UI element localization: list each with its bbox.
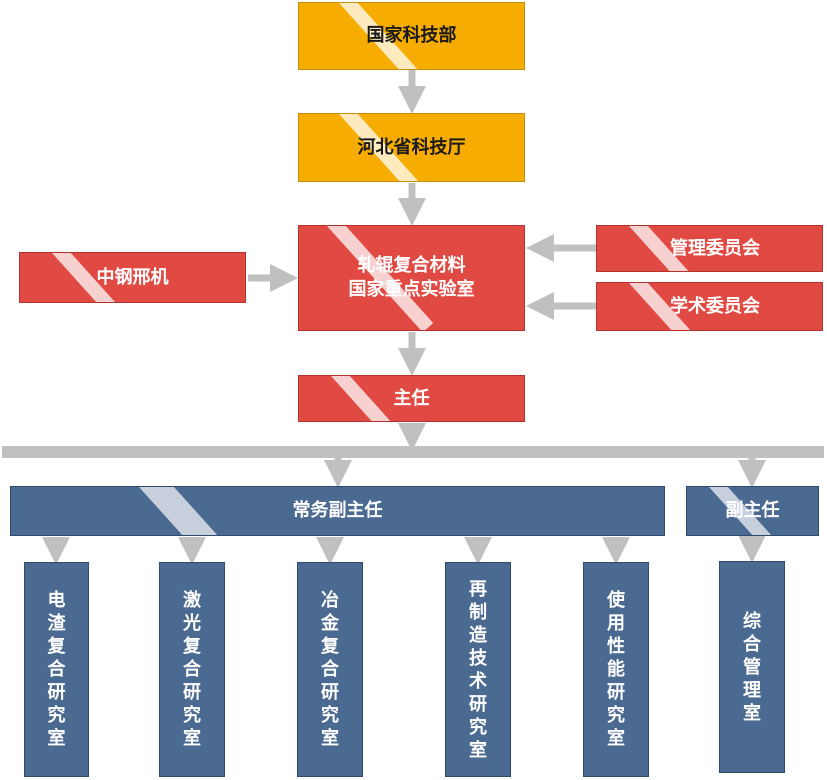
- node-lab-label-line2: 国家重点实验室: [348, 279, 475, 300]
- node-academic-committee[interactable]: 学术委员会: [596, 282, 823, 331]
- division-laser[interactable]: 激光复合研究室: [159, 562, 225, 777]
- node-ministry-label: 国家科技部: [366, 25, 457, 46]
- node-sponsor[interactable]: 中钢邢机: [19, 252, 246, 303]
- decorative-stripe: [121, 487, 235, 535]
- node-executive-deputy-label: 常务副主任: [292, 500, 383, 521]
- division-label: 冶金复合研究室: [321, 590, 339, 749]
- node-province[interactable]: 河北省科技厅: [298, 113, 525, 182]
- node-lab-label-line1: 轧辊复合材料: [357, 255, 466, 276]
- division-label: 综合管理室: [743, 610, 761, 724]
- division-performance[interactable]: 使用性能研究室: [583, 562, 649, 777]
- distribution-bar: [2, 446, 824, 458]
- node-province-label: 河北省科技厅: [357, 136, 466, 158]
- node-sponsor-label: 中钢邢机: [96, 266, 169, 288]
- node-ministry[interactable]: 国家科技部: [298, 2, 525, 70]
- division-metallurgical[interactable]: 冶金复合研究室: [297, 562, 363, 777]
- node-deputy-label: 副主任: [725, 500, 780, 521]
- division-general-management[interactable]: 综合管理室: [719, 561, 785, 773]
- division-label: 再制造技术研究室: [469, 578, 487, 761]
- node-management-committee-label: 管理委员会: [670, 237, 760, 259]
- node-deputy[interactable]: 副主任: [686, 486, 819, 536]
- division-label: 使用性能研究室: [607, 590, 625, 749]
- node-academic-committee-label: 学术委员会: [670, 295, 760, 317]
- node-director[interactable]: 主任: [298, 375, 525, 422]
- node-executive-deputy[interactable]: 常务副主任: [10, 486, 665, 536]
- node-director-label: 主任: [393, 387, 430, 409]
- division-label: 激光复合研究室: [183, 590, 201, 749]
- division-label: 电渣复合研究室: [47, 590, 66, 749]
- node-management-committee[interactable]: 管理委员会: [596, 225, 823, 272]
- division-electroslag[interactable]: 电渣复合研究室: [24, 562, 89, 777]
- node-key-laboratory[interactable]: 轧辊复合材料 国家重点实验室: [298, 225, 525, 331]
- division-remanufacturing[interactable]: 再制造技术研究室: [445, 562, 511, 777]
